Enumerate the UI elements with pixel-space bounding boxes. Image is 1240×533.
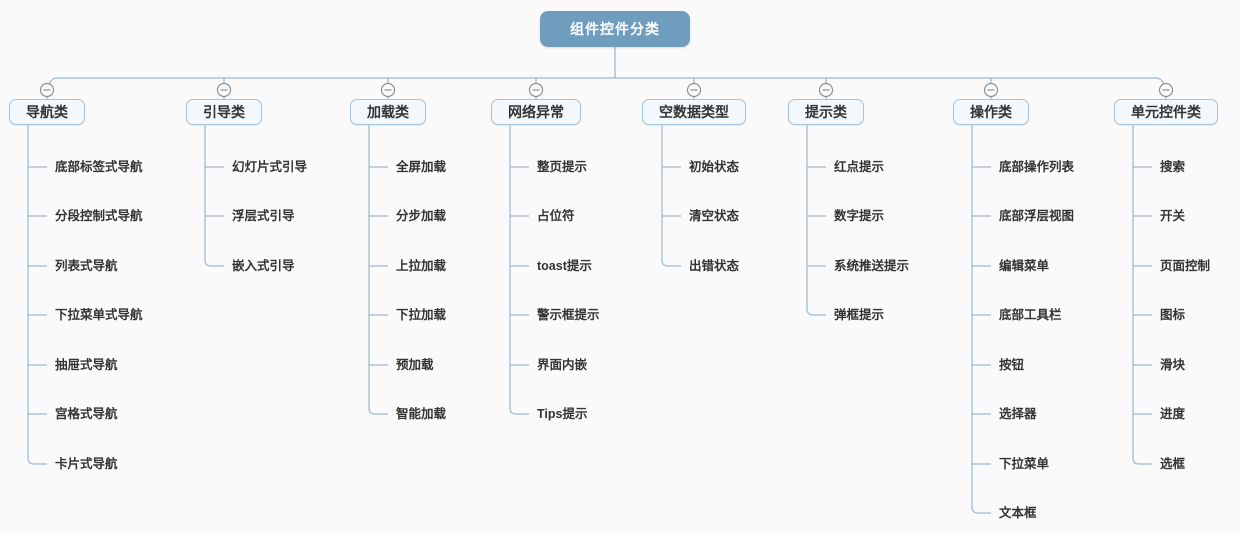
child-node[interactable]: 浮层式引导 [232,209,295,223]
child-node[interactable]: 清空状态 [689,209,740,223]
collapse-minus-icon[interactable] [1158,82,1174,98]
child-node[interactable]: 嵌入式引导 [232,259,295,273]
child-node[interactable]: 文本框 [999,506,1037,520]
child-node[interactable]: 按钮 [999,358,1025,372]
child-node[interactable]: 幻灯片式引导 [232,160,308,174]
branch-7-child-lines [971,125,991,514]
branch-8-child-lines [1132,125,1152,465]
child-node[interactable]: 系统推送提示 [834,259,910,273]
child-node[interactable]: Tips提示 [537,407,588,421]
collapse-minus-icon[interactable] [380,82,396,98]
child-node[interactable]: 页面控制 [1160,259,1211,273]
branch-node-empty-data[interactable]: 空数据类型 [642,99,746,125]
child-node[interactable]: 进度 [1160,407,1186,421]
root-node[interactable]: 组件控件分类 [540,11,690,47]
child-node[interactable]: 界面内嵌 [537,358,588,372]
child-node[interactable]: 底部操作列表 [999,160,1075,174]
child-node[interactable]: 数字提示 [834,209,885,223]
branch-1-child-lines [27,125,47,465]
collapse-minus-icon[interactable] [983,82,999,98]
child-node[interactable]: 图标 [1160,308,1186,322]
collapse-minus-icon[interactable] [686,82,702,98]
collapse-minus-icon[interactable] [216,82,232,98]
collapse-minus-icon[interactable] [528,82,544,98]
branch-node-guide[interactable]: 引导类 [186,99,262,125]
branch-3-child-lines [368,125,388,415]
branch-2-child-lines [204,125,224,267]
branch-node-action[interactable]: 操作类 [953,99,1029,125]
child-node[interactable]: 弹框提示 [834,308,885,322]
branch-4-child-lines [509,125,529,415]
child-node[interactable]: 底部浮层视图 [999,209,1075,223]
child-node[interactable]: 出错状态 [689,259,740,273]
child-node[interactable]: toast提示 [537,259,592,273]
child-node[interactable]: 选择器 [999,407,1037,421]
child-node[interactable]: 下拉加载 [396,308,447,322]
child-node[interactable]: 抽屉式导航 [55,358,118,372]
child-node[interactable]: 智能加载 [396,407,447,421]
collapse-minus-icon[interactable] [39,82,55,98]
child-node[interactable]: 下拉菜单 [999,457,1050,471]
child-node[interactable]: 卡片式导航 [55,457,118,471]
child-node[interactable]: 底部标签式导航 [55,160,143,174]
child-node[interactable]: 编辑菜单 [999,259,1050,273]
child-node[interactable]: 分步加载 [396,209,447,223]
child-node[interactable]: 警示框提示 [537,308,600,322]
branch-node-navigation[interactable]: 导航类 [9,99,85,125]
child-node[interactable]: 分段控制式导航 [55,209,143,223]
child-node[interactable]: 全屏加载 [396,160,447,174]
branch-node-loading[interactable]: 加载类 [350,99,426,125]
child-node[interactable]: 宫格式导航 [55,407,118,421]
child-node[interactable]: 占位符 [537,209,575,223]
branch-node-unit-control[interactable]: 单元控件类 [1114,99,1218,125]
child-node[interactable]: 上拉加载 [396,259,447,273]
child-node[interactable]: 整页提示 [537,160,588,174]
child-node[interactable]: 列表式导航 [55,259,118,273]
branch-node-hint[interactable]: 提示类 [788,99,864,125]
child-node[interactable]: 选框 [1160,457,1186,471]
child-node[interactable]: 开关 [1160,209,1186,223]
collapse-minus-icon[interactable] [818,82,834,98]
child-node[interactable]: 搜索 [1160,160,1186,174]
child-node[interactable]: 下拉菜单式导航 [55,308,143,322]
child-node[interactable]: 红点提示 [834,160,885,174]
branch-6-child-lines [806,125,826,316]
branch-5-child-lines [661,125,681,267]
trunk-line [46,47,1167,100]
child-node[interactable]: 预加载 [396,358,434,372]
child-node[interactable]: 滑块 [1160,358,1186,372]
child-node[interactable]: 初始状态 [689,160,740,174]
child-node[interactable]: 底部工具栏 [999,308,1062,322]
branch-node-network-error[interactable]: 网络异常 [491,99,581,125]
